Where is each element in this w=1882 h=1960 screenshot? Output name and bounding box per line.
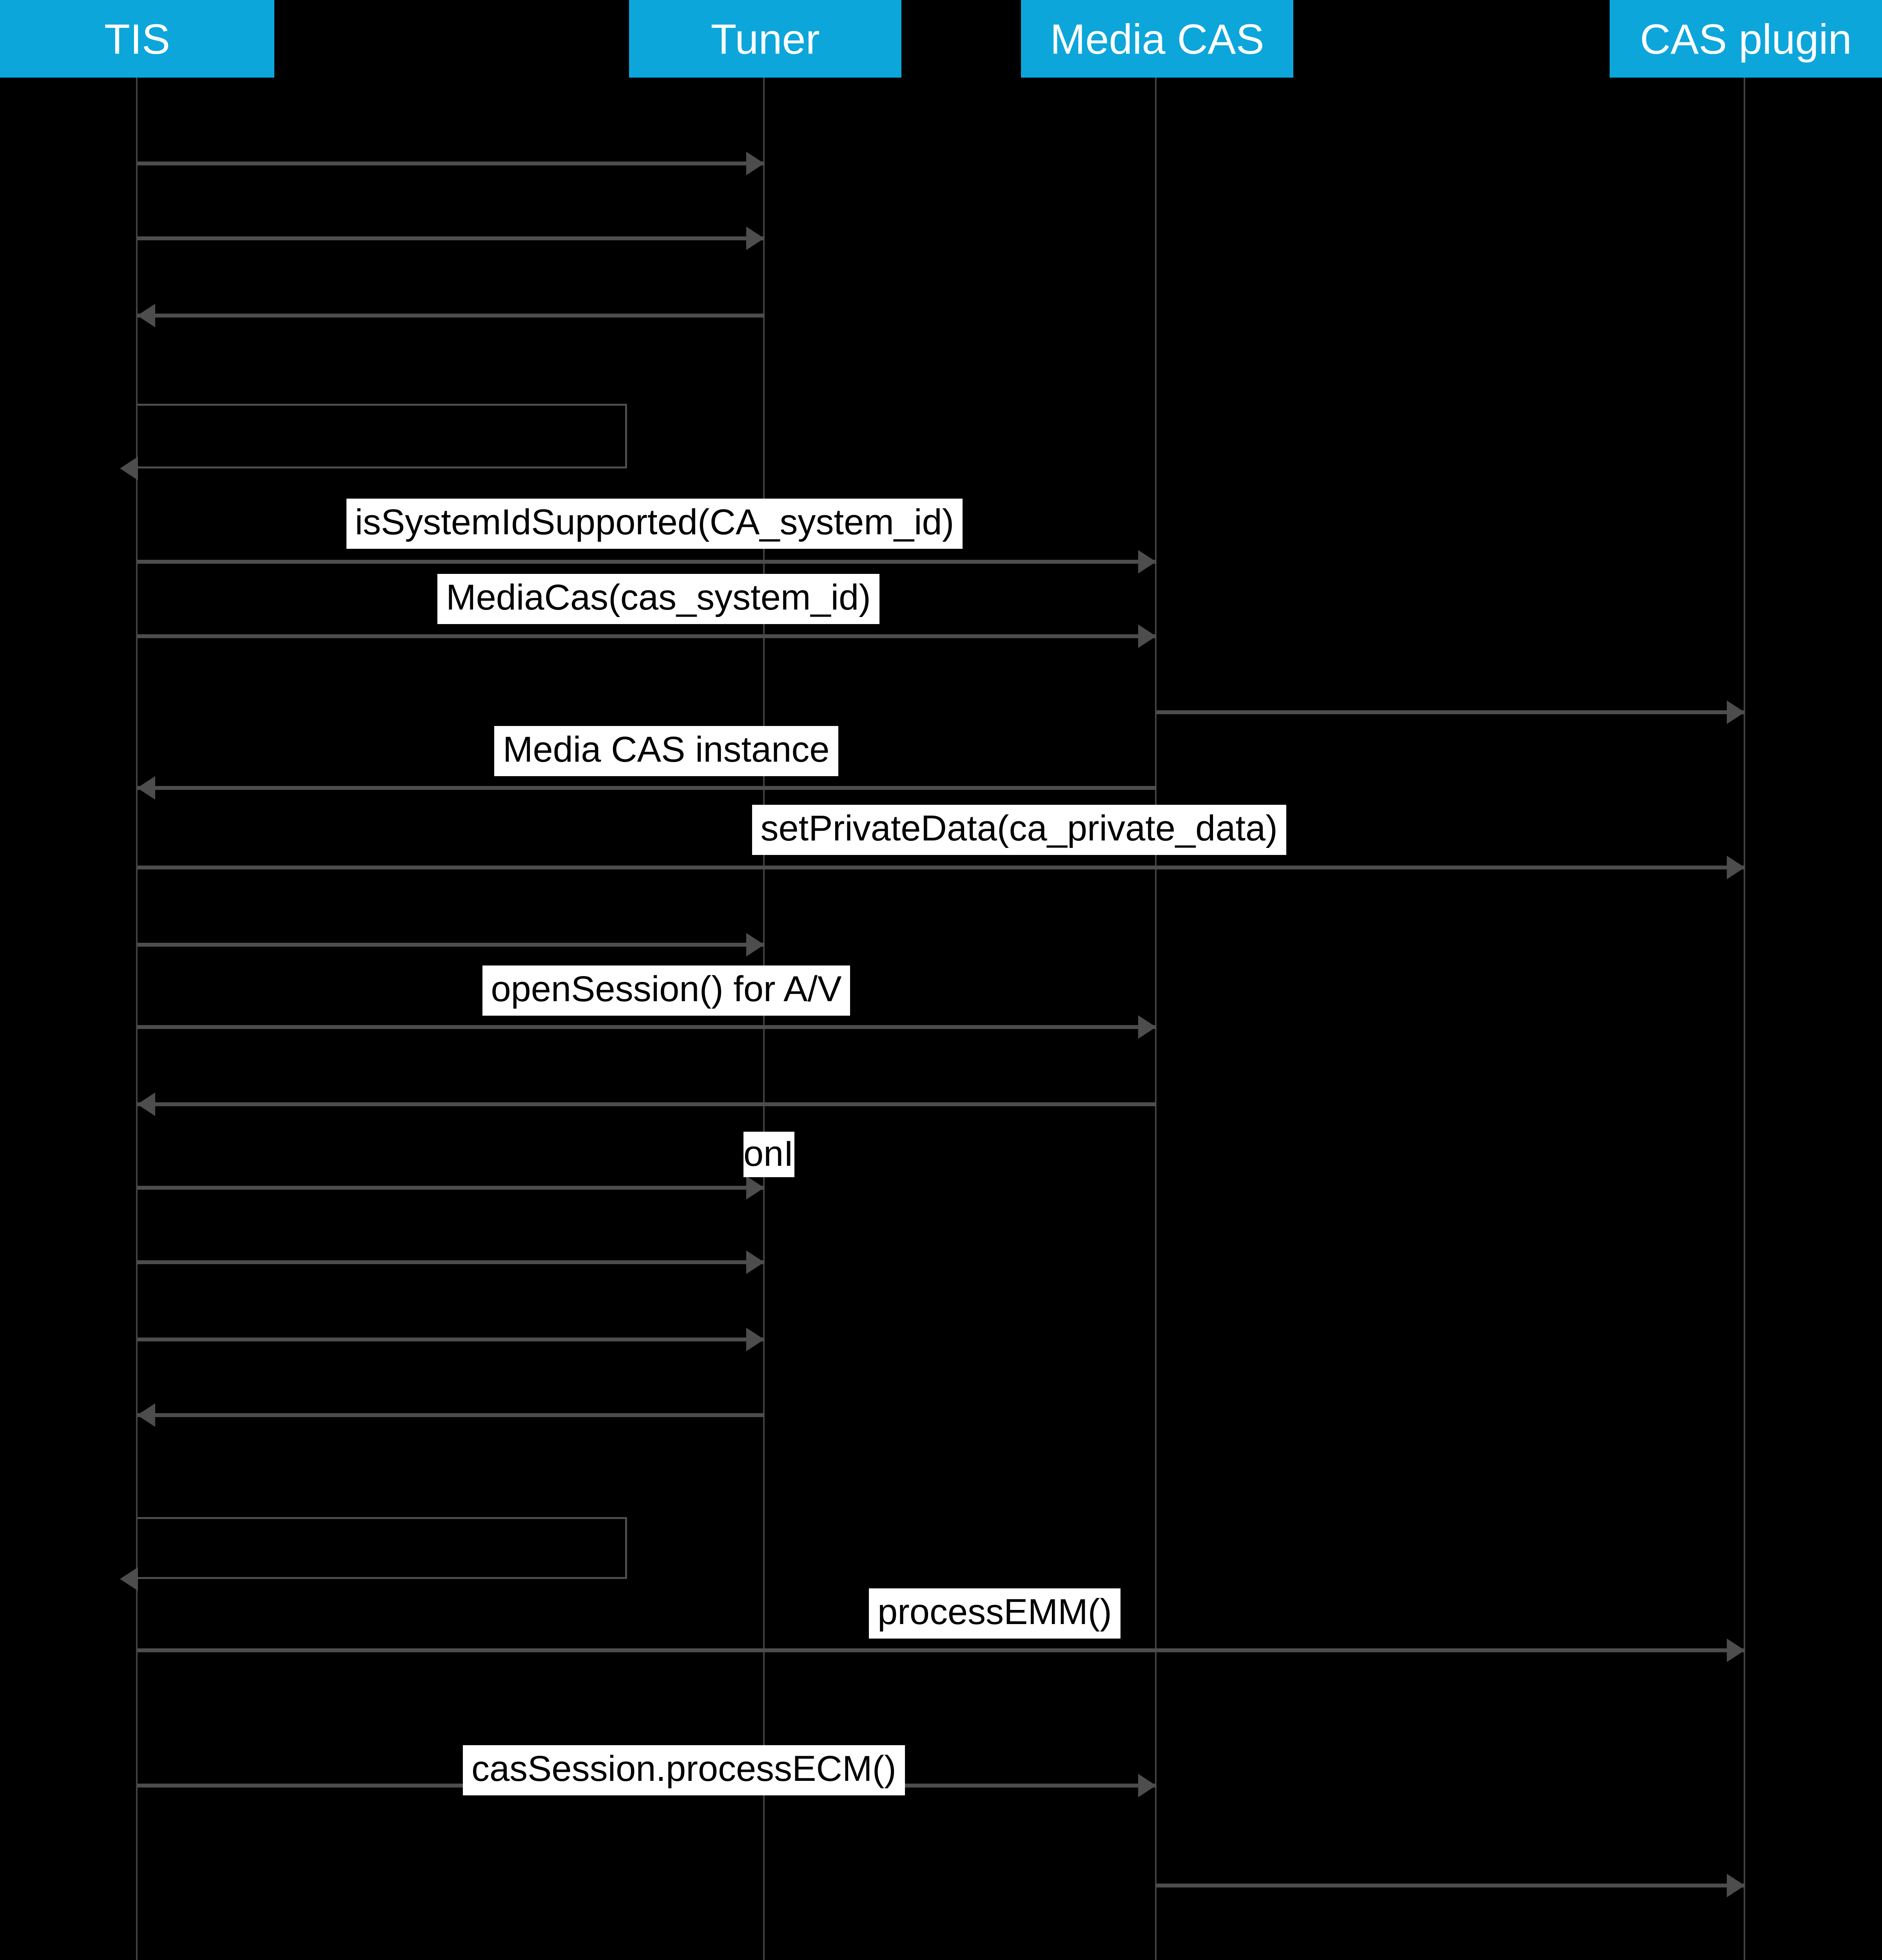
actor-label-mediacas: Media CAS bbox=[1050, 15, 1264, 63]
message-line-m16 bbox=[137, 1413, 764, 1417]
arrowhead-m14 bbox=[746, 1250, 764, 1274]
message-line-m6 bbox=[137, 634, 1156, 638]
self-message-m4 bbox=[137, 404, 627, 468]
actor-box-header-mediacas: Media CAS bbox=[1021, 0, 1293, 78]
arrowhead-m10 bbox=[746, 933, 764, 956]
arrowhead-m20 bbox=[1727, 1874, 1745, 1897]
message-label-l1: isSystemIdSupported(CA_system_id) bbox=[346, 499, 963, 549]
message-line-m3 bbox=[137, 314, 764, 318]
arrowhead-m5 bbox=[1138, 550, 1156, 573]
message-line-m5 bbox=[137, 560, 1156, 564]
message-label-l6: onId bbox=[743, 1132, 794, 1177]
arrowhead-m19 bbox=[1138, 1774, 1156, 1797]
message-label-l5: openSession() for A/V bbox=[482, 965, 850, 1016]
message-label-l8: casSession.processECM() bbox=[463, 1745, 905, 1795]
message-line-m12 bbox=[137, 1102, 1156, 1106]
message-line-m7 bbox=[1156, 710, 1745, 714]
message-label-l3: Media CAS instance bbox=[494, 726, 838, 776]
arrowhead-m6 bbox=[1138, 624, 1156, 648]
arrowhead-m2 bbox=[746, 227, 764, 250]
lifeline-tuner bbox=[763, 78, 765, 1960]
actor-box-header-tuner: Tuner bbox=[629, 0, 901, 78]
message-line-m9 bbox=[137, 866, 1745, 869]
message-line-m1 bbox=[137, 162, 764, 165]
arrowhead-m4 bbox=[120, 457, 138, 480]
actor-label-tuner: Tuner bbox=[711, 15, 820, 63]
arrowhead-m11 bbox=[1138, 1015, 1156, 1039]
arrowhead-m15 bbox=[746, 1328, 764, 1351]
lifeline-casplugin bbox=[1744, 78, 1745, 1960]
message-line-m18 bbox=[137, 1648, 1745, 1652]
message-line-m13 bbox=[137, 1186, 764, 1190]
message-line-m20 bbox=[1156, 1884, 1745, 1887]
arrowhead-m12 bbox=[137, 1093, 155, 1116]
arrowhead-m17 bbox=[120, 1567, 138, 1591]
arrowhead-m16 bbox=[137, 1403, 155, 1427]
message-line-m11 bbox=[137, 1025, 1156, 1029]
arrowhead-m1 bbox=[746, 152, 764, 175]
lifeline-tis bbox=[136, 78, 138, 1960]
arrowhead-m3 bbox=[137, 304, 155, 327]
message-label-l7: processEMM() bbox=[869, 1588, 1121, 1639]
arrowhead-m18 bbox=[1727, 1639, 1745, 1662]
actor-label-casplugin: CAS plugin bbox=[1640, 15, 1852, 63]
message-line-m10 bbox=[137, 943, 764, 947]
message-label-l4: setPrivateData(ca_private_data) bbox=[752, 805, 1286, 855]
arrowhead-m8 bbox=[137, 776, 155, 800]
actor-box-header-casplugin: CAS plugin bbox=[1610, 0, 1882, 78]
arrowhead-m7 bbox=[1727, 701, 1745, 724]
message-label-l2: MediaCas(cas_system_id) bbox=[437, 574, 879, 624]
arrowhead-m9 bbox=[1727, 856, 1745, 879]
self-message-m17 bbox=[137, 1517, 627, 1579]
message-line-m14 bbox=[137, 1260, 764, 1264]
message-line-m8 bbox=[137, 786, 1156, 790]
message-line-m15 bbox=[137, 1338, 764, 1341]
arrowhead-m13 bbox=[746, 1176, 764, 1200]
actor-box-header-tis: TIS bbox=[0, 0, 274, 78]
message-line-m2 bbox=[137, 236, 764, 240]
actor-label-tis: TIS bbox=[104, 15, 170, 63]
